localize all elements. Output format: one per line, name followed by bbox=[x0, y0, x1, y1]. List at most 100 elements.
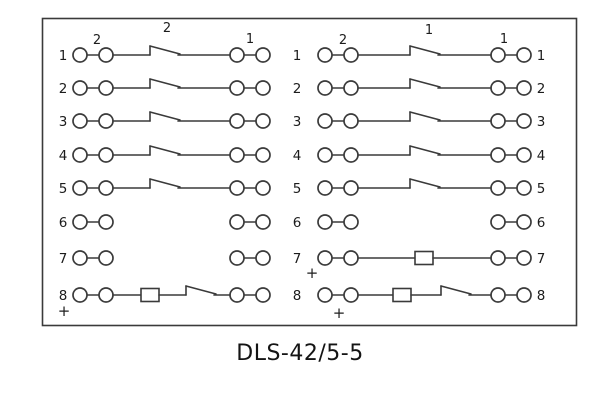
contact-blade bbox=[409, 78, 441, 88]
terminal-circle bbox=[343, 214, 359, 230]
terminal-circle bbox=[98, 287, 114, 303]
row-number: 1 bbox=[537, 48, 546, 64]
terminal-circle bbox=[516, 113, 532, 129]
terminal-circle bbox=[490, 113, 506, 129]
terminal-circle bbox=[255, 147, 271, 163]
terminal-circle bbox=[490, 287, 506, 303]
terminal-circle bbox=[229, 250, 245, 266]
terminal-circle bbox=[72, 287, 88, 303]
row-number: 2 bbox=[293, 81, 302, 97]
terminal-circle bbox=[72, 80, 88, 96]
terminal-circle bbox=[343, 250, 359, 266]
terminal-annotation: 2 bbox=[93, 33, 101, 48]
terminal-circle bbox=[72, 214, 88, 230]
terminal-circle bbox=[72, 47, 88, 63]
plus-mark: + bbox=[58, 302, 71, 320]
terminal-circle bbox=[516, 147, 532, 163]
row-number: 7 bbox=[293, 251, 302, 267]
contact-blade bbox=[185, 285, 217, 295]
terminal-circle bbox=[98, 80, 114, 96]
terminal-annotation: 1 bbox=[246, 32, 254, 47]
terminal-circle bbox=[229, 287, 245, 303]
terminal-circle bbox=[255, 47, 271, 63]
contact-blade bbox=[409, 178, 441, 188]
row-number: 4 bbox=[59, 148, 68, 164]
row-number: 2 bbox=[59, 81, 68, 97]
terminal-annotation: 2 bbox=[339, 33, 347, 48]
row-number: 5 bbox=[293, 181, 302, 197]
row-number: 1 bbox=[293, 48, 302, 64]
row-number: 8 bbox=[293, 288, 302, 304]
terminal-circle bbox=[343, 113, 359, 129]
terminal-circle bbox=[516, 80, 532, 96]
contact-blade bbox=[149, 145, 181, 155]
plus-mark: + bbox=[306, 264, 319, 282]
terminal-row: 3 bbox=[59, 111, 271, 130]
contact-blade bbox=[409, 45, 441, 55]
terminal-circle bbox=[255, 80, 271, 96]
terminal-circle bbox=[317, 214, 333, 230]
terminal-circle bbox=[255, 287, 271, 303]
row-number: 5 bbox=[537, 181, 546, 197]
row-number: 1 bbox=[59, 48, 68, 64]
caption: DLS-42/5-5 bbox=[236, 341, 363, 366]
plus-mark: + bbox=[333, 304, 346, 322]
terminal-circle bbox=[229, 180, 245, 196]
terminal-circle bbox=[255, 180, 271, 196]
terminal-circle bbox=[317, 113, 333, 129]
row-number: 7 bbox=[59, 251, 68, 267]
terminal-circle bbox=[490, 147, 506, 163]
row-number: 3 bbox=[537, 114, 546, 130]
terminal-row: 6 bbox=[59, 214, 271, 231]
terminal-circle bbox=[72, 147, 88, 163]
terminal-circle bbox=[255, 250, 271, 266]
terminal-circle bbox=[72, 180, 88, 196]
terminal-circle bbox=[343, 147, 359, 163]
terminal-circle bbox=[343, 47, 359, 63]
coil-box bbox=[140, 287, 160, 303]
row-number: 3 bbox=[59, 114, 68, 130]
terminal-circle bbox=[516, 47, 532, 63]
contact-blade bbox=[149, 111, 181, 121]
terminal-circle bbox=[98, 113, 114, 129]
terminal-circle bbox=[317, 287, 333, 303]
terminal-circle bbox=[255, 214, 271, 230]
terminal-circle bbox=[516, 250, 532, 266]
terminal-circle bbox=[490, 180, 506, 196]
terminal-circle bbox=[317, 250, 333, 266]
row-number: 8 bbox=[59, 288, 68, 304]
terminal-circle bbox=[98, 180, 114, 196]
row-number: 8 bbox=[537, 288, 546, 304]
contact-blade bbox=[409, 111, 441, 121]
contact-blade bbox=[409, 145, 441, 155]
contact-blade bbox=[149, 178, 181, 188]
terminal-circle bbox=[317, 80, 333, 96]
terminal-circle bbox=[98, 214, 114, 230]
contact-blade bbox=[149, 78, 181, 88]
terminal-circle bbox=[72, 113, 88, 129]
terminal-circle bbox=[98, 147, 114, 163]
terminal-circle bbox=[343, 80, 359, 96]
terminal-circle bbox=[229, 214, 245, 230]
terminal-circle bbox=[490, 250, 506, 266]
row-number: 4 bbox=[537, 148, 546, 164]
terminal-row: 1 bbox=[59, 45, 271, 64]
contact-blade bbox=[149, 45, 181, 55]
terminal-circle bbox=[98, 250, 114, 266]
terminal-circle bbox=[343, 180, 359, 196]
row-number: 6 bbox=[59, 215, 68, 231]
terminal-annotation: 2 bbox=[163, 21, 171, 36]
row-number: 6 bbox=[293, 215, 302, 231]
terminal-circle bbox=[229, 80, 245, 96]
terminal-circle bbox=[516, 287, 532, 303]
terminal-circle bbox=[255, 113, 271, 129]
terminal-circle bbox=[317, 180, 333, 196]
